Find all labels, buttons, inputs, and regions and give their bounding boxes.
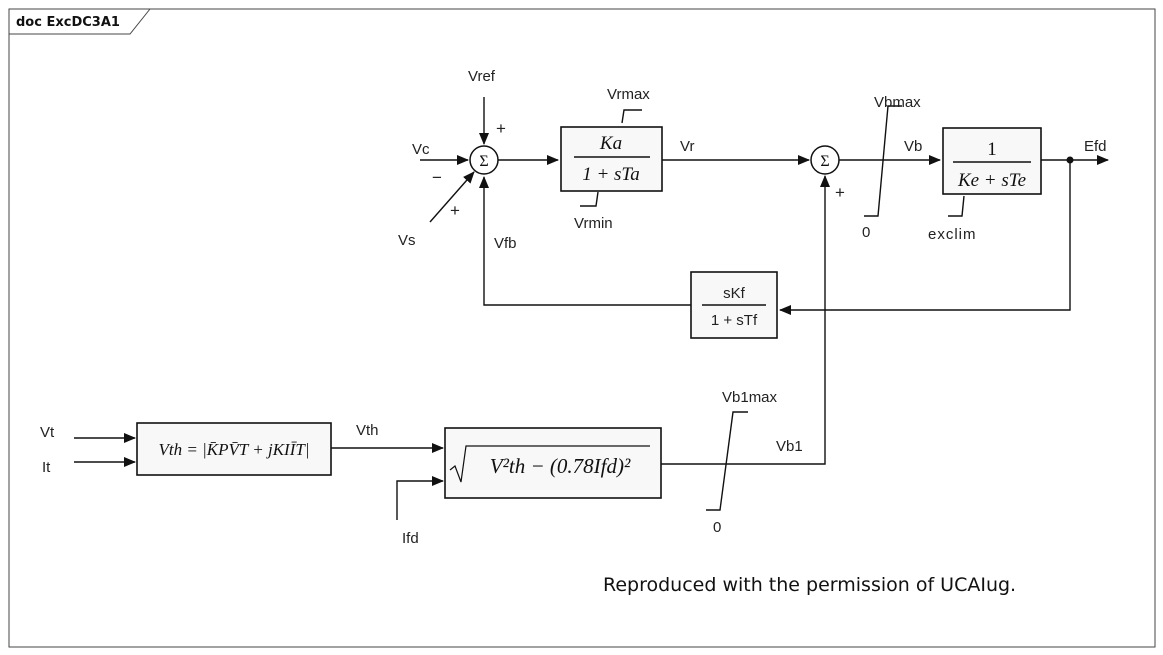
exclim-label: exclim [928, 226, 977, 243]
vs-wire [429, 171, 475, 223]
sqrt-equation: V²th − (0.78Ifd)² [490, 454, 631, 478]
permission-credit: Reproduced with the permission of UCAIug… [603, 574, 1016, 596]
vrmax-limit-mark [621, 109, 642, 124]
vb1max-label: Vb1max [722, 389, 778, 406]
vth-equation: Vth = |K̄PV̄T + jKIĪT| [159, 440, 310, 459]
sum2-sign: + [835, 183, 845, 202]
diagram-frame [8, 8, 1156, 648]
vref-sign: + [496, 119, 506, 138]
regulator-block [560, 126, 663, 192]
vb1-label: Vb1 [776, 438, 803, 455]
vb-label: Vb [904, 138, 922, 155]
it-label: It [42, 459, 51, 476]
vc-sign: − [432, 168, 442, 187]
regulator-denominator: 1 + sTa [582, 164, 640, 185]
sqrt-block [444, 427, 662, 499]
vrmax-label: Vrmax [607, 86, 650, 103]
ifd-label: Ifd [402, 530, 419, 547]
vfb-label: Vfb [494, 235, 517, 252]
vth-label: Vth [356, 422, 379, 439]
ifd-wire [396, 476, 444, 520]
vrmin-limit-mark [580, 191, 599, 207]
vt-label: Vt [40, 424, 55, 441]
exciter-numerator: 1 [987, 139, 997, 160]
vrmin-label: Vrmin [574, 215, 613, 232]
vth-block [136, 422, 332, 476]
feedback-numerator: sKf [723, 285, 746, 302]
exciter-denominator: Ke + sTe [957, 170, 1026, 191]
regulator-numerator: Ka [599, 133, 622, 154]
sum-symbol-1: Σ [479, 153, 488, 170]
vbmax-label: Vbmax [874, 94, 921, 111]
vc-label: Vc [412, 141, 430, 158]
sum-symbol-2: Σ [820, 153, 829, 170]
feedback-denominator: 1 + sTf [711, 312, 758, 329]
vs-label: Vs [398, 232, 416, 249]
sqrt-radical-sign [449, 445, 650, 483]
vr-label: Vr [680, 138, 694, 155]
frame-title: doc ExcDC3A1 [16, 15, 120, 30]
vb1-wire [661, 175, 830, 465]
exclim-mark [948, 195, 965, 217]
zero-bottom-label: 0 [713, 519, 721, 536]
vbmax-limiter [864, 105, 902, 217]
vref-label: Vref [468, 68, 496, 85]
vfb-wire [479, 176, 691, 306]
vb1max-limiter [706, 411, 748, 511]
zero-top-label: 0 [862, 224, 870, 241]
feedback-in-wire [779, 160, 1071, 315]
frame-tab [9, 8, 151, 35]
vs-sign: + [450, 201, 460, 220]
efd-label: Efd [1084, 138, 1107, 155]
exciter-block [942, 127, 1042, 195]
